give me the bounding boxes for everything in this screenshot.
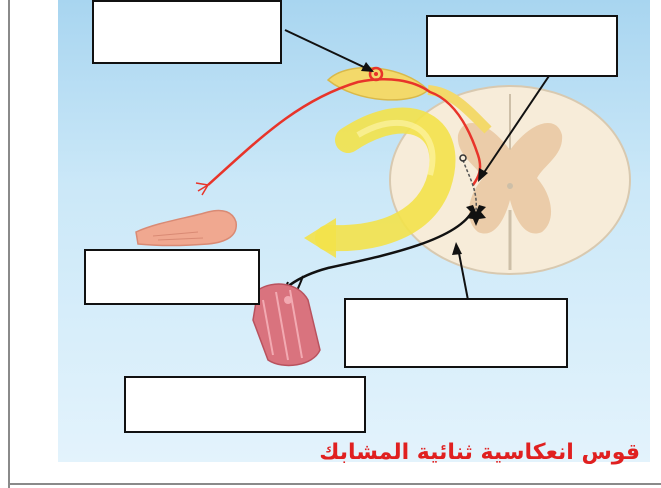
label-box-middle-right[interactable] [344, 298, 568, 368]
label-box-bottom-left[interactable] [124, 376, 366, 433]
page-border-left [8, 0, 10, 488]
diagram-caption: قوس انعكاسية ثنائية المشابك [290, 440, 640, 465]
label-box-top-left[interactable] [92, 0, 282, 64]
page-border-bottom [8, 483, 661, 485]
label-box-middle-left[interactable] [84, 249, 260, 305]
muscle-icon [253, 284, 320, 365]
hand-skin-icon [136, 210, 236, 245]
label-box-top-right[interactable] [426, 15, 618, 77]
